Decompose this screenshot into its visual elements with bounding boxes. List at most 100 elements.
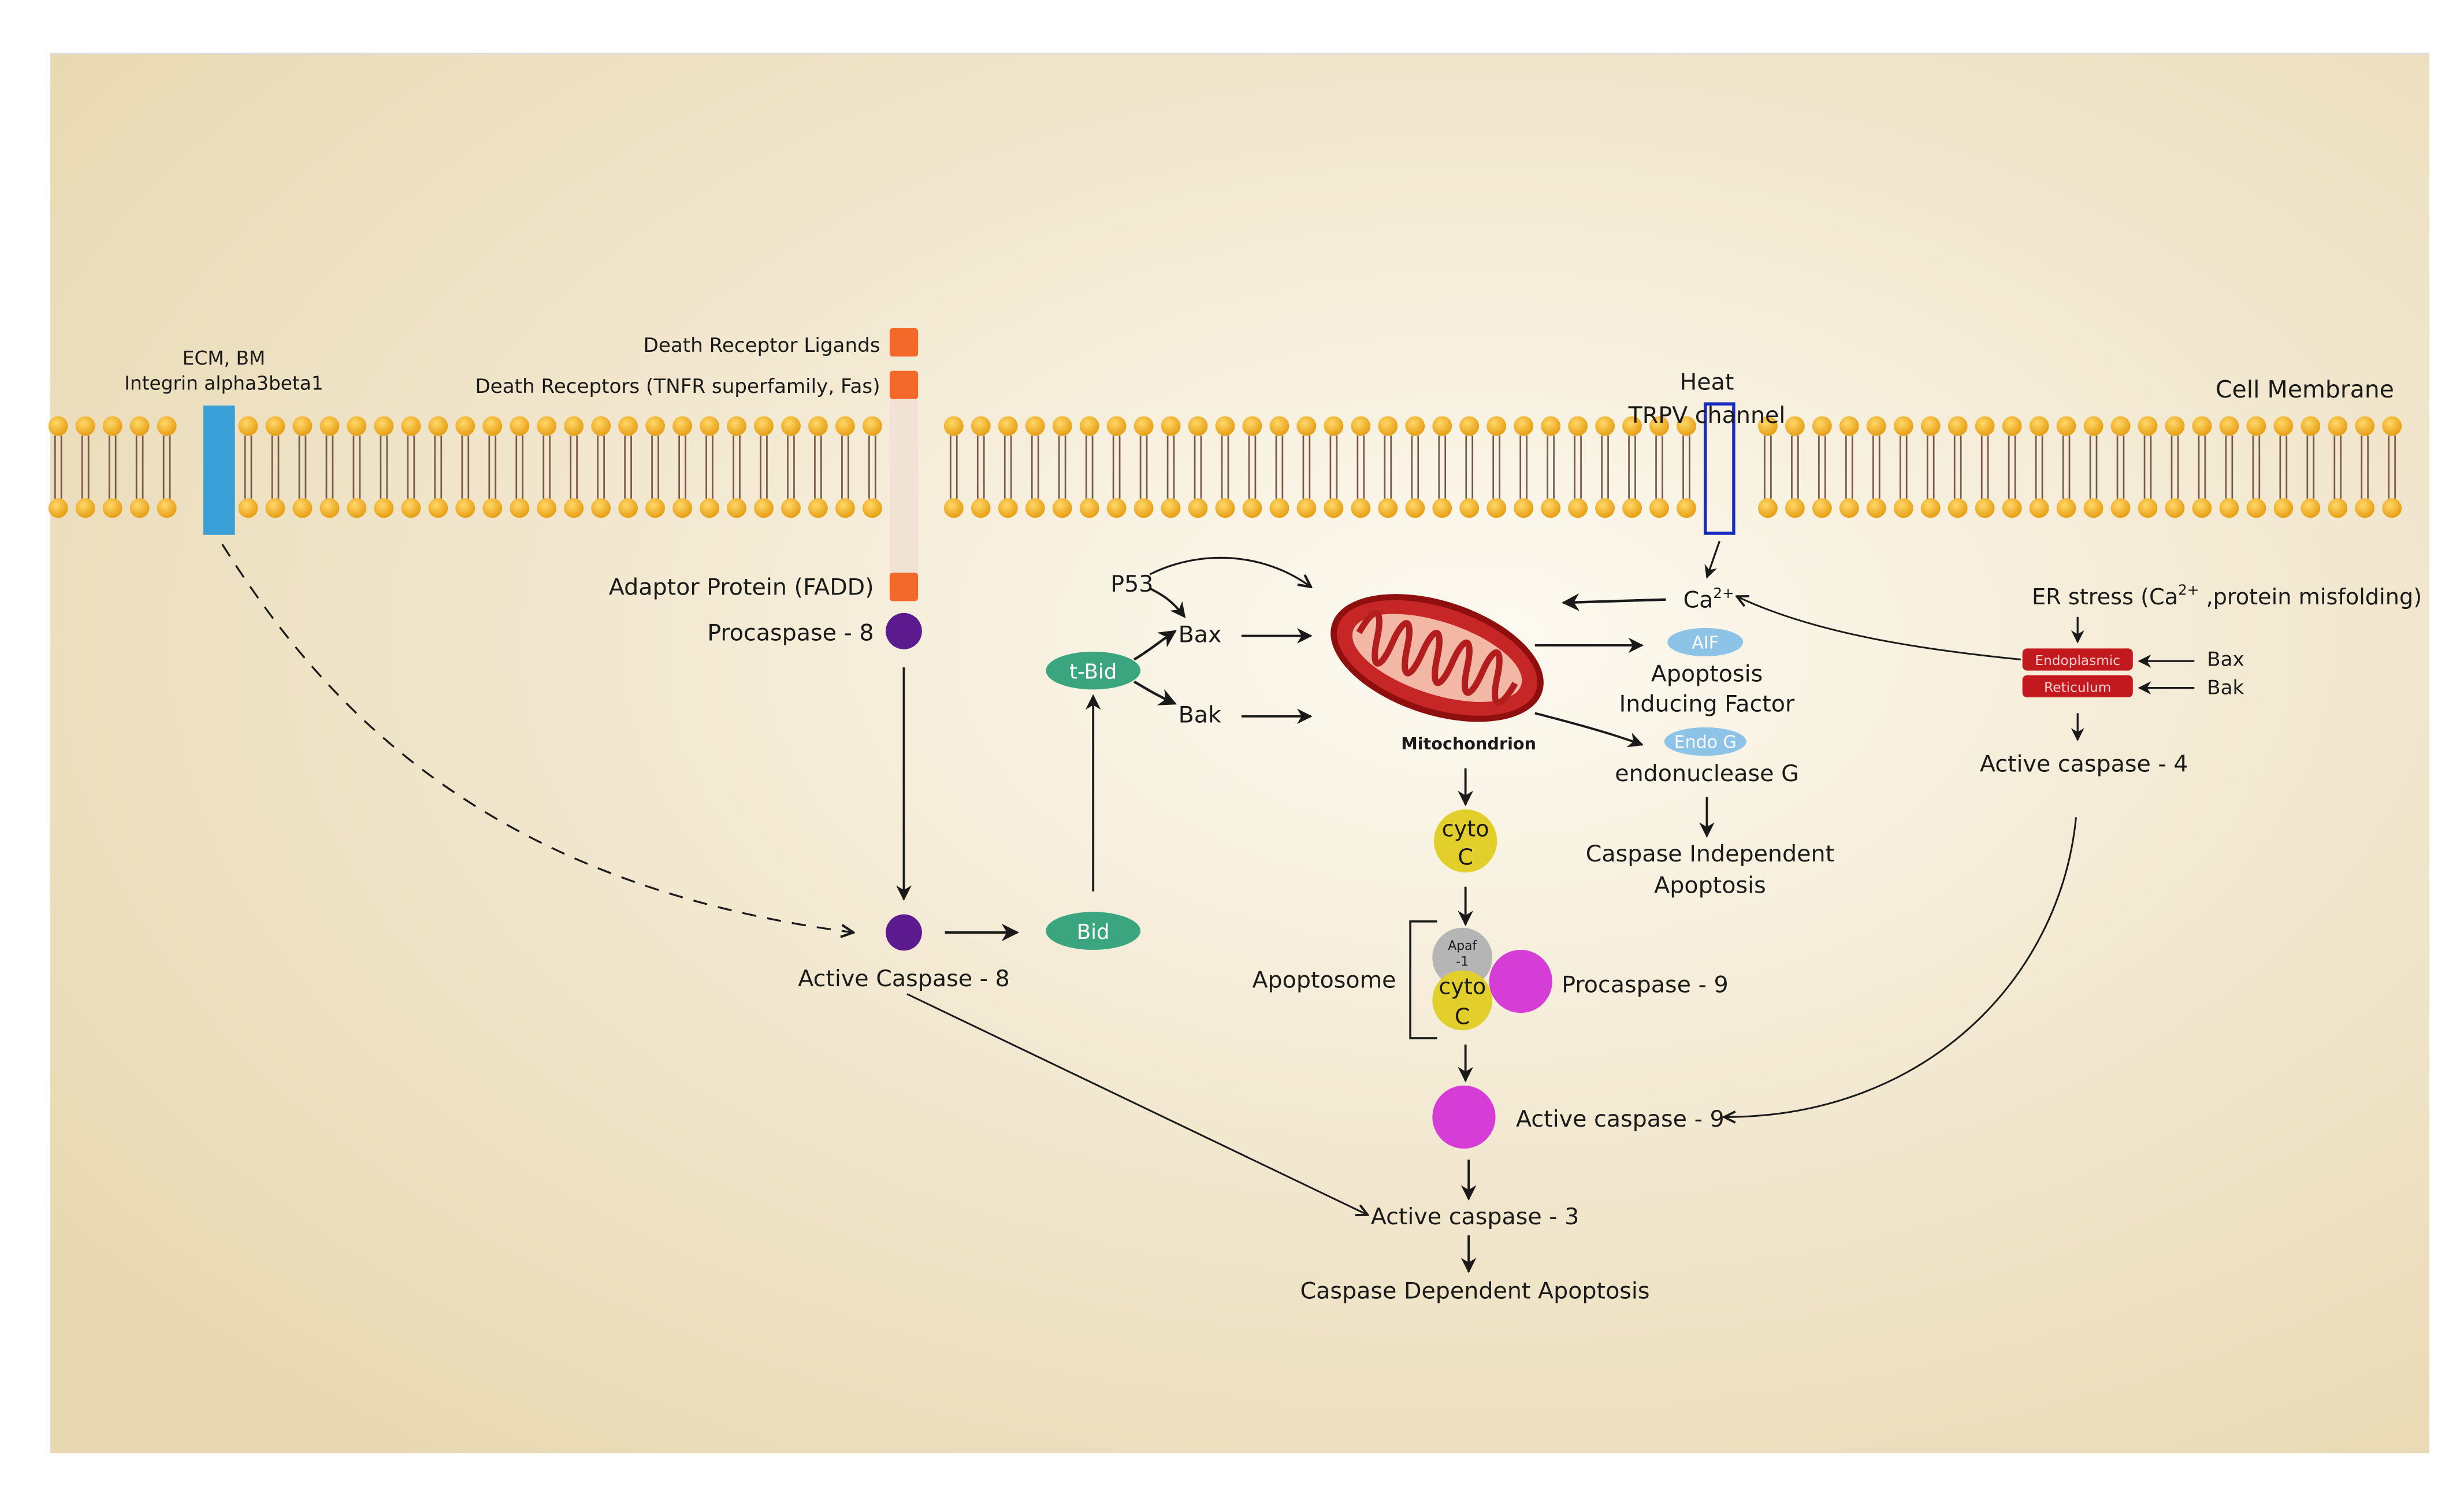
lipid-tail: [760, 435, 768, 499]
ecm-bm-label: ECM, BM: [183, 347, 265, 369]
lipid-head: [1079, 416, 1099, 436]
calcium-label: Ca2+: [1683, 585, 1734, 613]
lipid-head: [1405, 416, 1425, 436]
lipid-tail: [1953, 435, 1962, 499]
integrin-label: Integrin alpha3beta1: [124, 373, 323, 395]
bak-label: Bak: [1179, 702, 1221, 729]
lipid-tail: [1601, 435, 1609, 499]
lipid-tail: [1166, 435, 1175, 499]
lipid-head: [1622, 498, 1642, 518]
lipid-head: [1188, 498, 1208, 518]
lipid-head: [700, 416, 719, 436]
lipid-head: [2165, 498, 2185, 518]
lipid-head: [2246, 498, 2266, 518]
er-bak-label: Bak: [2207, 677, 2244, 700]
lipid-tail: [976, 435, 985, 499]
lipid-head: [2165, 416, 2185, 436]
lipid-head: [781, 416, 801, 436]
lipid-head: [1215, 498, 1235, 518]
procaspase-9-circle: [1489, 949, 1552, 1013]
apoptosome-cyto-label-1: cyto: [1439, 974, 1486, 1000]
lipid-head: [455, 416, 475, 436]
procaspase-8-circle: [886, 612, 922, 649]
bid-label: Bid: [1077, 920, 1110, 944]
lipid-head: [1948, 416, 1968, 436]
lipid-head: [1106, 498, 1127, 518]
lipid-head: [1812, 498, 1832, 518]
lipid-head: [971, 498, 991, 518]
lipid-tail: [2062, 435, 2071, 499]
active-caspase-9-circle: [1432, 1085, 1496, 1149]
lipid-tail: [841, 435, 849, 499]
death-receptor-ligand-square: [889, 328, 919, 357]
trpv-channel-label: TRPV channel: [1628, 402, 1786, 429]
lipid-head: [2301, 416, 2321, 436]
lipid-tail: [434, 435, 443, 499]
lipid-tail: [2198, 435, 2206, 499]
lipid-head: [48, 416, 68, 436]
lipid-head: [727, 498, 746, 518]
lipid-head: [754, 498, 774, 518]
endoplasmic-reticulum-box-2: [2022, 675, 2133, 698]
lipid-head: [1677, 416, 1696, 436]
lipid-head: [2029, 416, 2049, 436]
arrow-tbid-to-bax: [1133, 630, 1177, 661]
lipid-head: [102, 416, 122, 436]
endoplasmic-reticulum-box-1: [2022, 648, 2133, 671]
lipid-tail: [787, 435, 795, 499]
lipid-head: [1920, 416, 1941, 436]
lipid-head: [564, 498, 584, 518]
lipid-head: [1079, 498, 1099, 518]
lipid-head: [1677, 498, 1696, 518]
lipid-tail: [624, 435, 632, 499]
lipid-head: [1595, 416, 1615, 436]
lipid-head: [1568, 498, 1588, 518]
active-caspase-9-label: Active caspase - 9: [1516, 1106, 1725, 1132]
lipid-tail: [2035, 435, 2043, 499]
lipid-head: [157, 416, 177, 436]
lipid-head: [347, 498, 367, 518]
lipid-tail: [570, 435, 578, 499]
caspase-dependent-apoptosis-label: Caspase Dependent Apoptosis: [1300, 1277, 1650, 1304]
lipid-head: [1514, 498, 1534, 518]
lipid-head: [835, 416, 855, 436]
cytochrome-c-label-1: cyto: [1442, 816, 1489, 842]
apoptosome-label: Apoptosome: [1252, 967, 1396, 994]
aif-label-line-2: Inducing Factor: [1619, 691, 1795, 718]
adaptor-protein-label: Adaptor Protein (FADD): [609, 574, 874, 601]
lipid-head: [1351, 498, 1371, 518]
lipid-tail: [298, 435, 307, 499]
arrow-trpv-to-calcium: [1704, 541, 1720, 579]
lipid-tail: [2306, 435, 2315, 499]
lipid-tail: [814, 435, 822, 499]
lipid-head: [102, 498, 122, 518]
lipid-tail: [1221, 435, 1229, 499]
lipid-head: [292, 416, 313, 436]
lipid-tail: [407, 435, 415, 499]
lipid-tail: [1194, 435, 1202, 499]
lipid-head: [2083, 416, 2103, 436]
lipid-tail: [2116, 435, 2125, 499]
lipid-head: [862, 416, 882, 436]
apoptosome-bracket: [1409, 920, 1437, 1039]
lipid-head: [2355, 498, 2375, 518]
lipid-head: [75, 498, 95, 518]
lipid-tail: [1031, 435, 1039, 499]
lipid-head: [1920, 498, 1941, 518]
lipid-tail: [108, 435, 117, 499]
lipid-tail: [244, 435, 252, 499]
er-stress-label: ER stress (Ca2+ ,protein misfolding): [2032, 582, 2422, 610]
lipid-head: [2002, 416, 2022, 436]
lipid-head: [2246, 416, 2266, 436]
mitochondrion-label: Mitochondrion: [1401, 734, 1536, 753]
lipid-tail: [542, 435, 551, 499]
lipid-tail: [651, 435, 659, 499]
apaf-1-circle: [1432, 927, 1493, 988]
lipid-head: [1106, 416, 1127, 436]
endo-g-oval: [1664, 727, 1746, 756]
apoptosome-cytochrome-c-circle: [1432, 970, 1493, 1031]
lipid-head: [971, 416, 991, 436]
death-receptors-label: Death Receptors (TNFR superfamily, Fas): [475, 375, 880, 398]
lipid-head: [2110, 416, 2131, 436]
lipid-tail: [461, 435, 470, 499]
